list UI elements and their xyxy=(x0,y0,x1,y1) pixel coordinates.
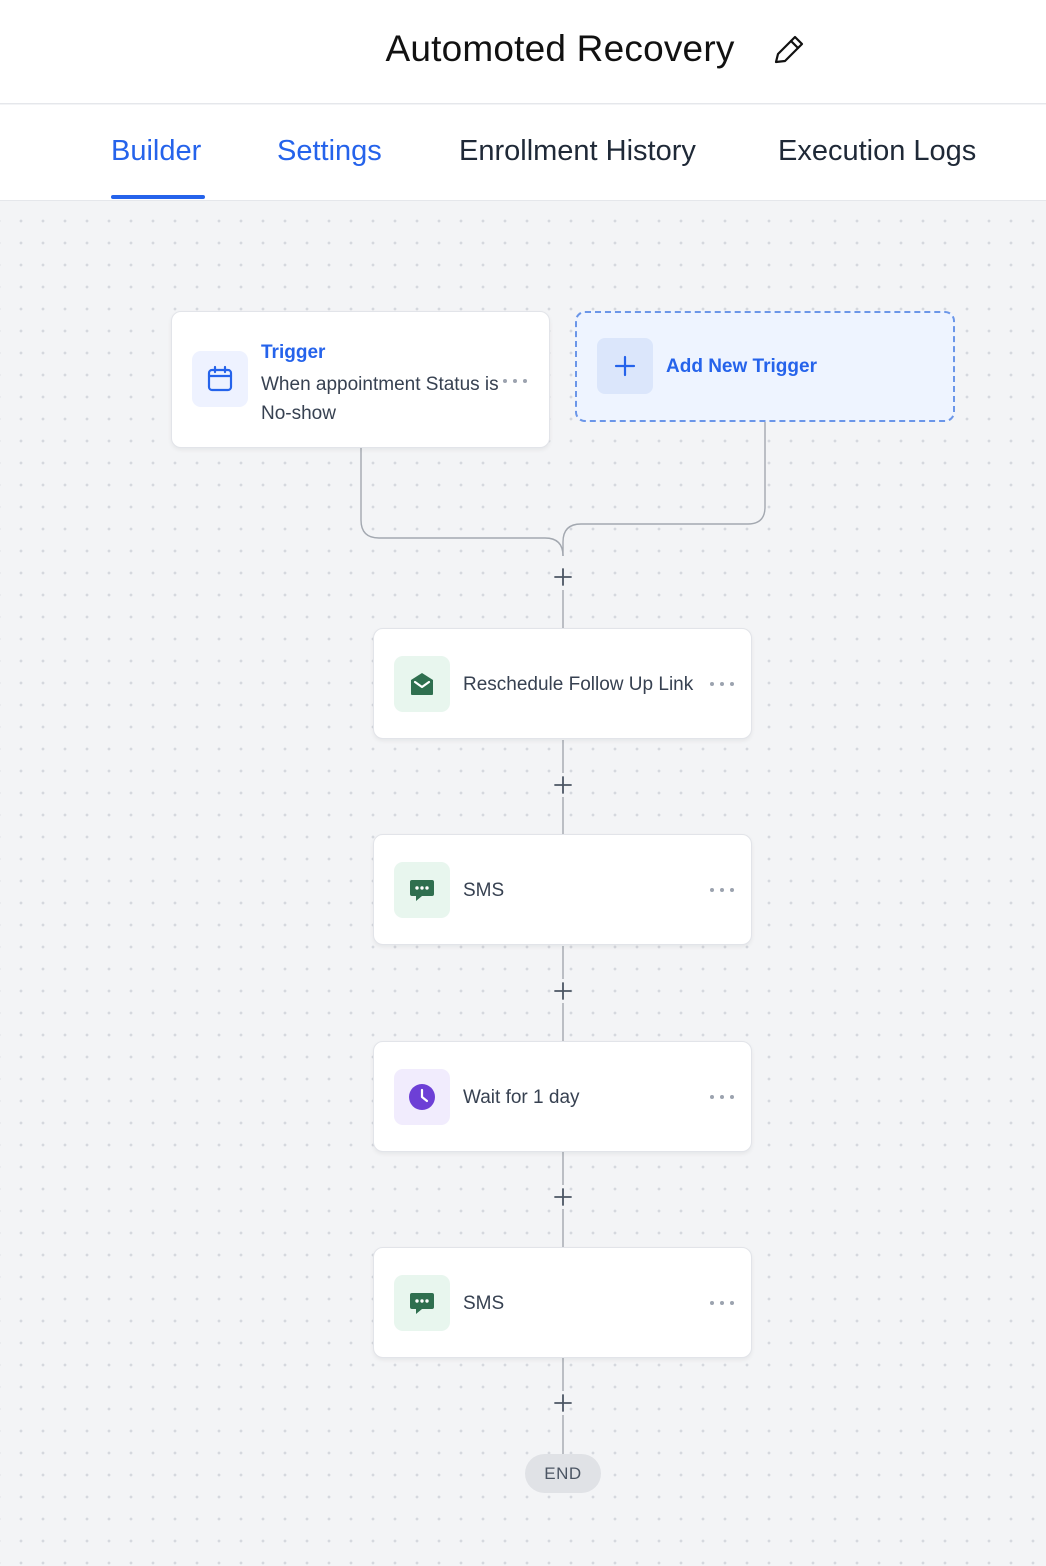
chat-icon xyxy=(394,862,450,918)
more-options-icon[interactable] xyxy=(503,376,527,386)
add-step-plus-icon[interactable] xyxy=(551,1185,575,1209)
trigger-card[interactable]: Trigger When appointment Status is No-sh… xyxy=(171,311,550,448)
tab-settings[interactable]: Settings xyxy=(277,135,382,167)
active-tab-indicator xyxy=(111,195,205,199)
trigger-description: When appointment Status is No-show xyxy=(261,374,499,424)
tab-builder[interactable]: Builder xyxy=(111,135,202,167)
workflow-header: Automoted Recovery xyxy=(0,0,1046,104)
add-step-plus-icon[interactable] xyxy=(551,1391,575,1415)
step-label: SMS xyxy=(463,880,505,901)
more-options-icon[interactable] xyxy=(710,1092,734,1102)
chat-icon xyxy=(394,1275,450,1331)
step-label: Wait for 1 day xyxy=(463,1087,580,1108)
email-icon xyxy=(394,656,450,712)
add-step-plus-icon[interactable] xyxy=(551,773,575,797)
step-label: Reschedule Follow Up Link xyxy=(463,674,694,695)
step-label: SMS xyxy=(463,1293,505,1314)
workflow-title: Automoted Recovery xyxy=(385,28,735,69)
plus-icon xyxy=(597,338,653,394)
trigger-label: Trigger xyxy=(261,342,326,363)
action-step-sms[interactable]: SMS xyxy=(373,834,752,945)
add-new-trigger-label: Add New Trigger xyxy=(666,356,817,377)
edit-pencil-icon[interactable] xyxy=(771,32,807,68)
action-step-email[interactable]: Reschedule Follow Up Link xyxy=(373,628,752,739)
more-options-icon[interactable] xyxy=(710,1298,734,1308)
wait-step[interactable]: Wait for 1 day xyxy=(373,1041,752,1152)
tab-execution-logs[interactable]: Execution Logs xyxy=(778,135,977,167)
add-step-plus-icon[interactable] xyxy=(551,565,575,589)
tab-enrollment-history[interactable]: Enrollment History xyxy=(459,135,696,167)
add-step-plus-icon[interactable] xyxy=(551,979,575,1003)
add-new-trigger-button[interactable]: Add New Trigger xyxy=(575,311,955,422)
more-options-icon[interactable] xyxy=(710,679,734,689)
calendar-icon xyxy=(192,351,248,407)
end-node: END xyxy=(525,1454,601,1493)
clock-icon xyxy=(394,1069,450,1125)
action-step-sms[interactable]: SMS xyxy=(373,1247,752,1358)
more-options-icon[interactable] xyxy=(710,885,734,895)
tab-bar: Builder Settings Enrollment History Exec… xyxy=(0,105,1046,201)
